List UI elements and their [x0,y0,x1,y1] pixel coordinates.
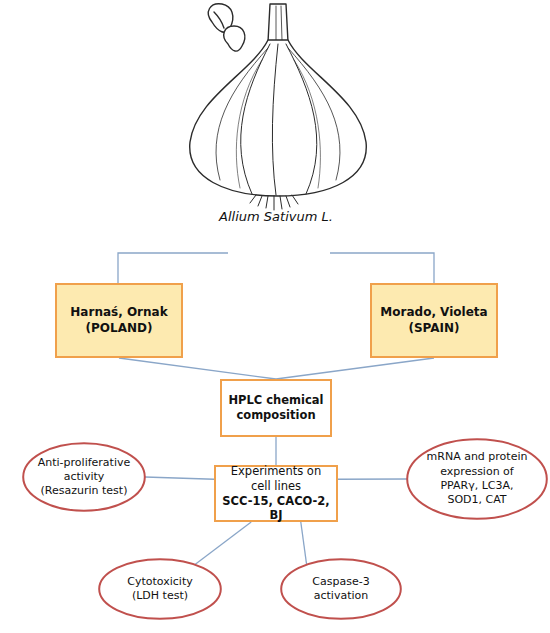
node-text: Cytotoxicity (LDH test) [112,575,208,604]
node-text: Morado, Violeta [380,305,487,321]
node-text: Caspase-3 activation [294,575,388,604]
node-text: Experiments on cell lines [222,464,330,494]
variety-box: Morado, Violeta(SPAIN) [370,283,498,358]
connector-line [119,358,276,379]
assay-oval: Cytotoxicity (LDH test) [98,558,222,620]
node-text: Harnaś, Ornak [70,305,167,321]
node-text: (SPAIN) [408,321,459,337]
species-label: Allium Sativum L. [180,209,372,224]
oval-shape [407,439,547,519]
connector-line [145,477,214,479]
assay-oval: mRNA and protein expression of PPARγ, LC… [406,438,548,520]
connector-line [195,522,251,564]
connector-line [301,522,307,564]
node-text: Anti-proliferative activity (Resazurin t… [36,456,132,499]
node-text: mRNA and protein expression of PPARγ, LC… [422,450,532,507]
assay-oval: Anti-proliferative activity (Resazurin t… [22,442,146,512]
assay-oval: Caspase-3 activation [280,558,402,620]
connector-line [275,437,276,465]
oval-shape [99,559,221,619]
connector-line [276,358,434,379]
node-text: HPLC chemical composition [228,393,324,423]
process-box: Experiments on cell linesSCC-15, CACO-2,… [214,465,338,522]
variety-box: Harnaś, Ornak(POLAND) [55,283,183,358]
oval-shape [281,559,401,619]
node-text: (POLAND) [86,321,153,337]
node-text: SCC-15, CACO-2, BJ [222,494,330,524]
connector-line [338,478,407,480]
process-box: HPLC chemical composition [220,379,332,437]
oval-shape [23,443,145,511]
